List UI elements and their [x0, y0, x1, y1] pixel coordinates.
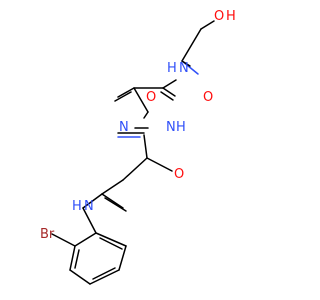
atom-labels: O H H N O O N N H O N H Br — [40, 9, 236, 242]
anilide-carbonyl-oxygen-label: O — [174, 167, 184, 182]
bonds — [51, 20, 215, 285]
hydrazone-nitrogen-2-label: N — [166, 120, 176, 135]
hydrazone-hydrogen-label: H — [176, 120, 186, 135]
anilide-nitrogen-label: N — [84, 199, 94, 214]
anilide-hydrogen-label: H — [72, 199, 82, 214]
ethyl-amide-nitrogen-label: N — [179, 61, 189, 76]
molecule-drawing: O H H N O O N N H O N H Br — [40, 9, 236, 285]
structure-canvas: O H H N O O N N H O N H Br — [40, 9, 236, 285]
bromine-label: Br — [40, 227, 55, 242]
carbonyl-oxygen-right-label: O — [203, 90, 213, 105]
hydrazone-nitrogen-1-label: N — [119, 120, 129, 135]
carbonyl-oxygen-left-label: O — [146, 90, 156, 105]
hydroxyl-hydrogen-label: H — [226, 9, 236, 24]
ethyl-amide-hydrogen-label: H — [167, 61, 177, 76]
hydroxyl-oxygen-label: O — [214, 9, 224, 24]
